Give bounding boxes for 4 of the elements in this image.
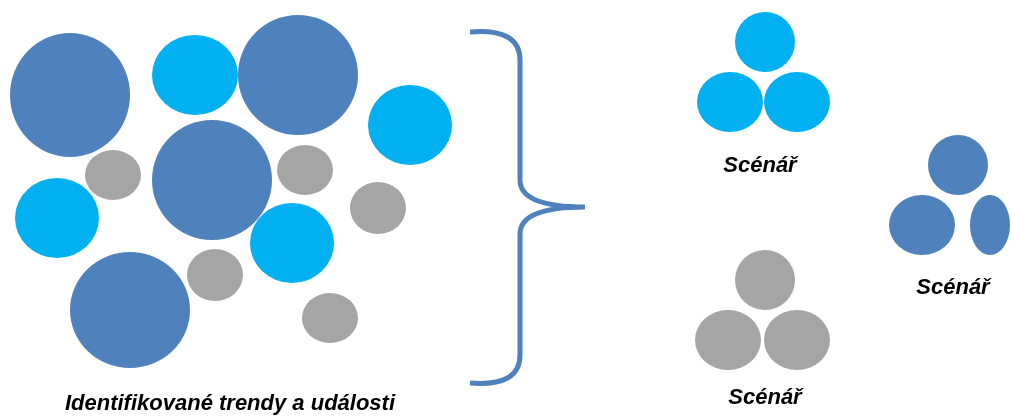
caption-text: Identifikované trendy a události [64,390,396,416]
caption-text: Scénář [728,384,802,410]
caption-text: Scénář [916,274,990,300]
caption-text: Scénář [723,152,797,178]
